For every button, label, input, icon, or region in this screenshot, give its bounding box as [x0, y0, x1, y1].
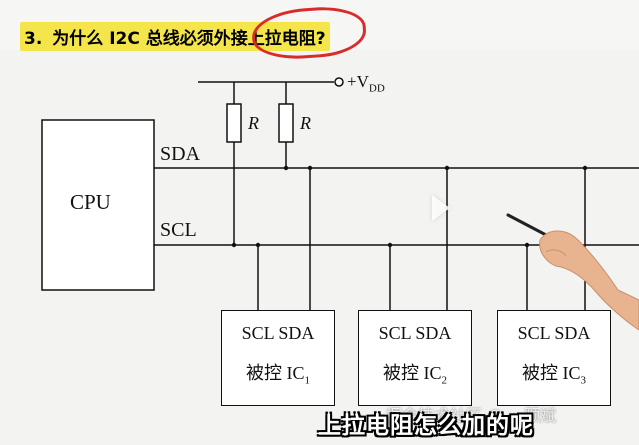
- play-icon[interactable]: [432, 195, 450, 221]
- slave-ic-1: SCL SDA 被控 IC1: [221, 310, 335, 406]
- question-heading: 3. 为什么 I2C 总线必须外接上拉电阻?: [20, 22, 330, 51]
- slave-ic-1-pins: SCL SDA: [241, 323, 315, 343]
- pointer-stick: [506, 213, 550, 238]
- pullup-resistor-1: [226, 103, 242, 143]
- question-number: 3.: [24, 29, 43, 49]
- slave-ic-2-sub: 2: [441, 374, 448, 387]
- vdd-label: +VDD: [347, 72, 385, 94]
- slave-ic-2: SCL SDA 被控 IC2: [358, 310, 472, 406]
- cpu-label: CPU: [70, 190, 111, 214]
- slave-ic-2-name: 被控 IC2: [359, 359, 471, 387]
- slave-ic-1-label: 被控 IC: [246, 363, 305, 383]
- vdd-terminal: [334, 77, 344, 87]
- video-subtitle: 上拉电阻怎么加的呢: [318, 413, 534, 439]
- slave-ic-2-pins: SCL SDA: [378, 323, 452, 343]
- slave-ic-3-label: 被控 IC: [522, 363, 581, 383]
- pullup-resistor-2: [278, 103, 294, 143]
- slave-ic-3-pins: SCL SDA: [517, 323, 591, 343]
- vdd-label-sub: DD: [368, 82, 385, 95]
- sda-label: SDA: [160, 143, 201, 165]
- slave-ic-2-label: 被控 IC: [383, 363, 442, 383]
- resistor-label-1: R: [248, 113, 259, 133]
- resistor-label-2: R: [300, 113, 311, 133]
- slave-ic-3-sub: 3: [580, 374, 587, 387]
- cpu-block: [41, 119, 155, 291]
- slave-ic-3-name: 被控 IC3: [498, 359, 610, 387]
- slave-ic-1-name: 被控 IC1: [222, 359, 334, 387]
- vdd-label-main: +V: [347, 72, 369, 91]
- question-text: 为什么 I2C 总线必须外接上拉电阻?: [52, 29, 326, 49]
- presenter-hand: [539, 230, 639, 331]
- slave-ic-1-sub: 1: [304, 374, 311, 387]
- slave-ic-3: SCL SDA 被控 IC3: [497, 310, 611, 406]
- watermark-text: 掘金技术社区 @ 一颗斌: [386, 406, 557, 425]
- scl-label: SCL: [160, 219, 197, 241]
